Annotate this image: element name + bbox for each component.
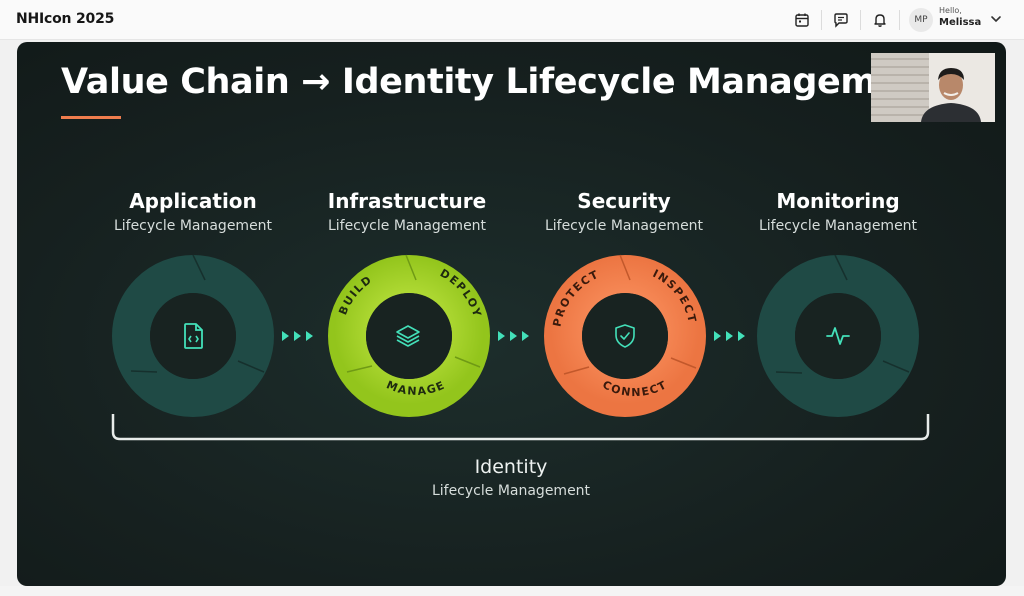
avatar[interactable]: MP <box>909 8 933 32</box>
identity-label: Identity Lifecycle Management <box>411 456 611 499</box>
shield-check-icon <box>615 324 635 348</box>
stage-subtitle: Lifecycle Management <box>113 218 273 234</box>
identity-bracket <box>111 414 930 441</box>
identity-name: Identity <box>474 456 548 478</box>
divider <box>821 10 822 30</box>
stage-name: Security <box>577 189 671 213</box>
infrastructure-ring <box>328 254 490 417</box>
greeting-text: Hello, <box>939 6 962 15</box>
bell-icon[interactable] <box>867 8 893 32</box>
app-title: NHIcon 2025 <box>16 11 115 27</box>
segment-manage: MANAGE <box>384 378 447 398</box>
chat-icon[interactable] <box>828 8 854 32</box>
slide-title: Value Chain → Identity Lifecycle Managem… <box>61 62 941 102</box>
divider <box>860 10 861 30</box>
stage-infrastructure: Infrastructure Lifecycle Management <box>297 189 517 234</box>
stage-name: Infrastructure <box>327 189 487 213</box>
calendar-icon[interactable] <box>789 8 815 32</box>
stage-application: Application Lifecycle Management <box>83 189 303 234</box>
title-accent-line <box>61 116 121 119</box>
stage-monitoring: Monitoring Lifecycle Management <box>728 189 948 234</box>
bottom-strip <box>0 586 1024 596</box>
presenter-video[interactable] <box>871 53 995 122</box>
flow-arrow <box>714 331 745 341</box>
stage-subtitle: Lifecycle Management <box>758 218 918 234</box>
user-name: Melissa <box>939 17 982 28</box>
chevron-down-icon[interactable] <box>989 12 1003 26</box>
security-ring <box>544 254 706 417</box>
code-file-icon <box>184 323 203 349</box>
top-bar: NHIcon 2025 MP Hello, Melissa <box>0 0 1024 40</box>
monitoring-ring <box>757 254 919 417</box>
layers-icon <box>396 325 420 347</box>
stage-subtitle: Lifecycle Management <box>327 218 487 234</box>
flow-arrow <box>282 331 313 341</box>
activity-icon <box>826 327 850 345</box>
flow-arrow <box>498 331 529 341</box>
presentation-slide: Value Chain → Identity Lifecycle Managem… <box>17 42 1006 586</box>
identity-subtitle: Lifecycle Management <box>431 483 591 499</box>
stage-subtitle: Lifecycle Management <box>544 218 704 234</box>
lifecycle-diagram: BUILD DEPLOY MANAGE PROTECT <box>111 254 930 441</box>
application-ring <box>112 254 274 417</box>
stage-security: Security Lifecycle Management <box>514 189 734 234</box>
stage-name: Application <box>129 189 257 213</box>
stage-name: Monitoring <box>776 189 900 213</box>
divider <box>899 10 900 30</box>
